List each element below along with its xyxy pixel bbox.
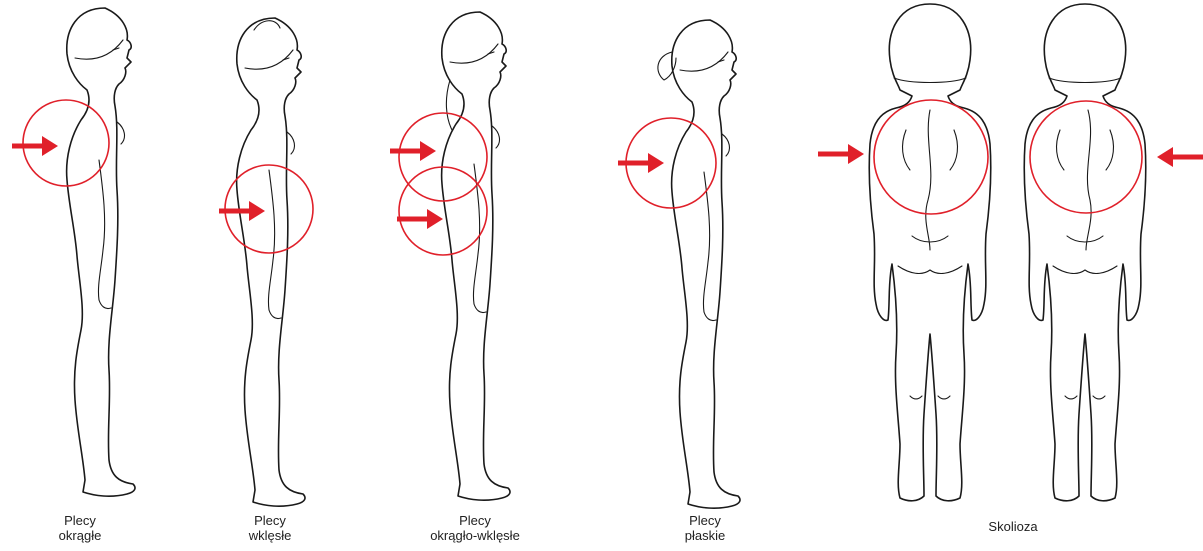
label-line: płaskie [665, 528, 745, 543]
body-outline [237, 18, 305, 506]
arrow-icon [1157, 147, 1203, 167]
body-outline [442, 12, 510, 500]
spine-curve-right [1086, 110, 1091, 250]
label-line: Plecy [40, 513, 120, 528]
label-line: Skolioza [963, 519, 1063, 534]
highlight-circle [874, 100, 988, 214]
body-outline [672, 20, 740, 508]
label-skolioza: Skolioza [963, 519, 1063, 534]
arrow-icon [397, 209, 443, 229]
label-line: Plecy [405, 513, 545, 528]
label-okraglo-wklesle: Plecy okrągło-wklęsłe [405, 513, 545, 543]
arrow-icon [390, 141, 436, 161]
label-line: wklęsłe [230, 528, 310, 543]
hair-tail-icon [446, 80, 452, 130]
figure-okraglo-wklesle [390, 12, 510, 500]
figure-skolioza [818, 4, 1203, 501]
figure-okragle [12, 8, 135, 496]
shoulder-blade-right [1106, 130, 1113, 170]
figure-plaskie [618, 20, 740, 508]
shoulder-blade-left [903, 130, 910, 170]
label-wklesle: Plecy wklęsłe [230, 513, 310, 543]
label-okragle: Plecy okrągłe [40, 513, 120, 543]
label-line: okrągło-wklęsłe [405, 528, 545, 543]
label-line: Plecy [230, 513, 310, 528]
arrow-icon [818, 144, 864, 164]
highlight-circle-lower [399, 167, 487, 255]
label-line: Plecy [665, 513, 745, 528]
shoulder-blade-left [1057, 130, 1064, 170]
figure-wklesle [219, 18, 313, 506]
spine-curve-left [926, 110, 931, 250]
arrow-icon [618, 153, 664, 173]
body-outline [67, 8, 135, 496]
arrow-icon [12, 136, 58, 156]
shoulder-blade-right [950, 130, 957, 170]
highlight-circle [1030, 101, 1142, 213]
label-line: okrągłe [40, 528, 120, 543]
body-outline-right [1024, 4, 1146, 501]
label-plaskie: Plecy płaskie [665, 513, 745, 543]
body-outline-left [869, 4, 991, 501]
